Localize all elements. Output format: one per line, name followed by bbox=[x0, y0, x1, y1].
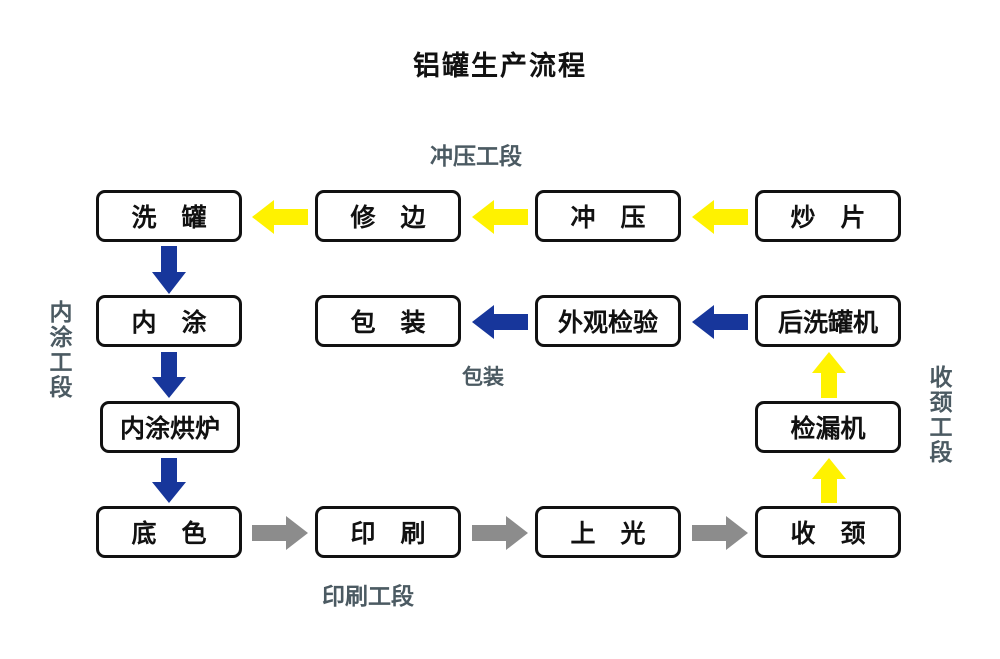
node-stamp[interactable]: 冲 压 bbox=[535, 190, 681, 242]
stage-label-packaging: 包装 bbox=[462, 366, 504, 389]
stage-label-stamping: 冲压工段 bbox=[430, 143, 522, 169]
node-inner-coat[interactable]: 内 涂 bbox=[96, 295, 242, 347]
node-post-washer[interactable]: 后洗罐机 bbox=[755, 295, 901, 347]
stage-label-inner-coating: 内涂工段 bbox=[46, 300, 72, 400]
node-necking[interactable]: 收 颈 bbox=[755, 506, 901, 558]
arrow-stamp-to-trim bbox=[472, 198, 528, 236]
node-trim[interactable]: 修 边 bbox=[315, 190, 461, 242]
arrow-check-to-pack bbox=[472, 303, 528, 341]
arrow-necking-to-leak-tester bbox=[810, 458, 848, 503]
node-blank[interactable]: 炒 片 bbox=[755, 190, 901, 242]
arrow-trim-to-wash bbox=[252, 198, 308, 236]
arrow-inner-coat-to-oven bbox=[150, 352, 188, 398]
arrow-wash-to-inner-coat bbox=[150, 246, 188, 294]
node-leak-tester[interactable]: 检漏机 bbox=[755, 401, 901, 453]
arrow-print-to-varnish bbox=[472, 514, 528, 552]
page-title: 铝罐生产流程 bbox=[413, 51, 587, 81]
node-appearance-check[interactable]: 外观检验 bbox=[535, 295, 681, 347]
stage-label-printing: 印刷工段 bbox=[322, 583, 414, 609]
node-pack[interactable]: 包 装 bbox=[315, 295, 461, 347]
node-inner-coat-oven[interactable]: 内涂烘炉 bbox=[100, 401, 240, 453]
node-varnish[interactable]: 上 光 bbox=[535, 506, 681, 558]
node-print[interactable]: 印 刷 bbox=[315, 506, 461, 558]
stage-label-necking: 收颈工段 bbox=[926, 365, 952, 465]
node-base-color[interactable]: 底 色 bbox=[96, 506, 242, 558]
arrow-leak-tester-to-post-washer bbox=[810, 352, 848, 398]
arrow-blank-to-stamp bbox=[692, 198, 748, 236]
arrow-washer-to-check bbox=[692, 303, 748, 341]
node-wash-can[interactable]: 洗 罐 bbox=[96, 190, 242, 242]
arrow-varnish-to-necking bbox=[692, 514, 748, 552]
arrow-oven-to-base-color bbox=[150, 458, 188, 503]
arrow-base-to-print bbox=[252, 514, 308, 552]
